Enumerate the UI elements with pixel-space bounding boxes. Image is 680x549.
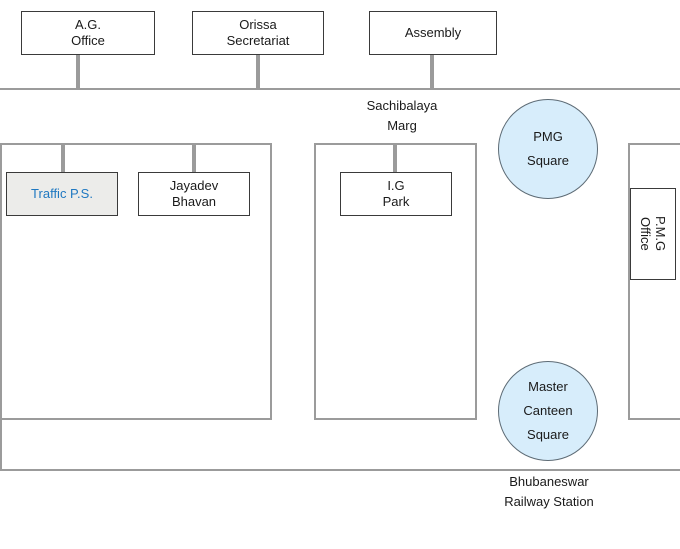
square-master-canteen-line-2: Canteen [523,403,573,418]
square-master-canteen-line-3: Square [527,427,569,442]
connector-ag-office [76,55,80,90]
square-pmg-square[interactable]: PMG Square [498,99,598,199]
road-lower-west-edge [0,418,2,471]
square-pmg-line-1: PMG [533,129,563,144]
connector-ig-park [393,144,397,172]
road-mid-block-east-edge [475,143,477,418]
landmark-ag-office[interactable]: A.G. Office [21,11,155,55]
landmark-assembly[interactable]: Assembly [369,11,497,55]
landmark-traffic-ps[interactable]: Traffic P.S. [6,172,118,216]
landmark-jayadev-bhavan[interactable]: Jayadev Bhavan [138,172,250,216]
square-master-canteen-line-1: Master [528,379,568,394]
road-lower-right [628,418,680,420]
road-lower-mid [314,418,477,420]
road-right-block-west-edge [628,143,630,418]
connector-jayadev-bhavan [192,144,196,172]
landmark-ig-park[interactable]: I.G Park [340,172,452,216]
road-label-sachibalaya-marg: Sachibalaya Marg [366,98,438,133]
road-left-block-east-edge [270,143,272,418]
connector-traffic-ps [61,144,65,172]
road-station-front [0,469,680,471]
connector-orissa-secretariat [256,55,260,90]
label-bhubaneswar-railway-station: Bhubaneswar Railway Station [504,474,594,509]
square-pmg-line-2: Square [527,153,569,168]
road-sachibalaya-marg-bottom-right [628,143,680,145]
landmark-pmg-office[interactable]: P.M.G Office [630,188,676,280]
landmark-orissa-secretariat[interactable]: Orissa Secretariat [192,11,324,55]
road-sachibalaya-marg-bottom-left [0,143,272,145]
road-mid-block-west-edge [314,143,316,418]
road-left-block-west-edge [0,143,2,418]
road-lower-inner [0,418,272,420]
square-master-canteen-square[interactable]: Master Canteen Square [498,361,598,461]
connector-assembly [430,55,434,90]
road-sachibalaya-marg-top [0,88,680,90]
